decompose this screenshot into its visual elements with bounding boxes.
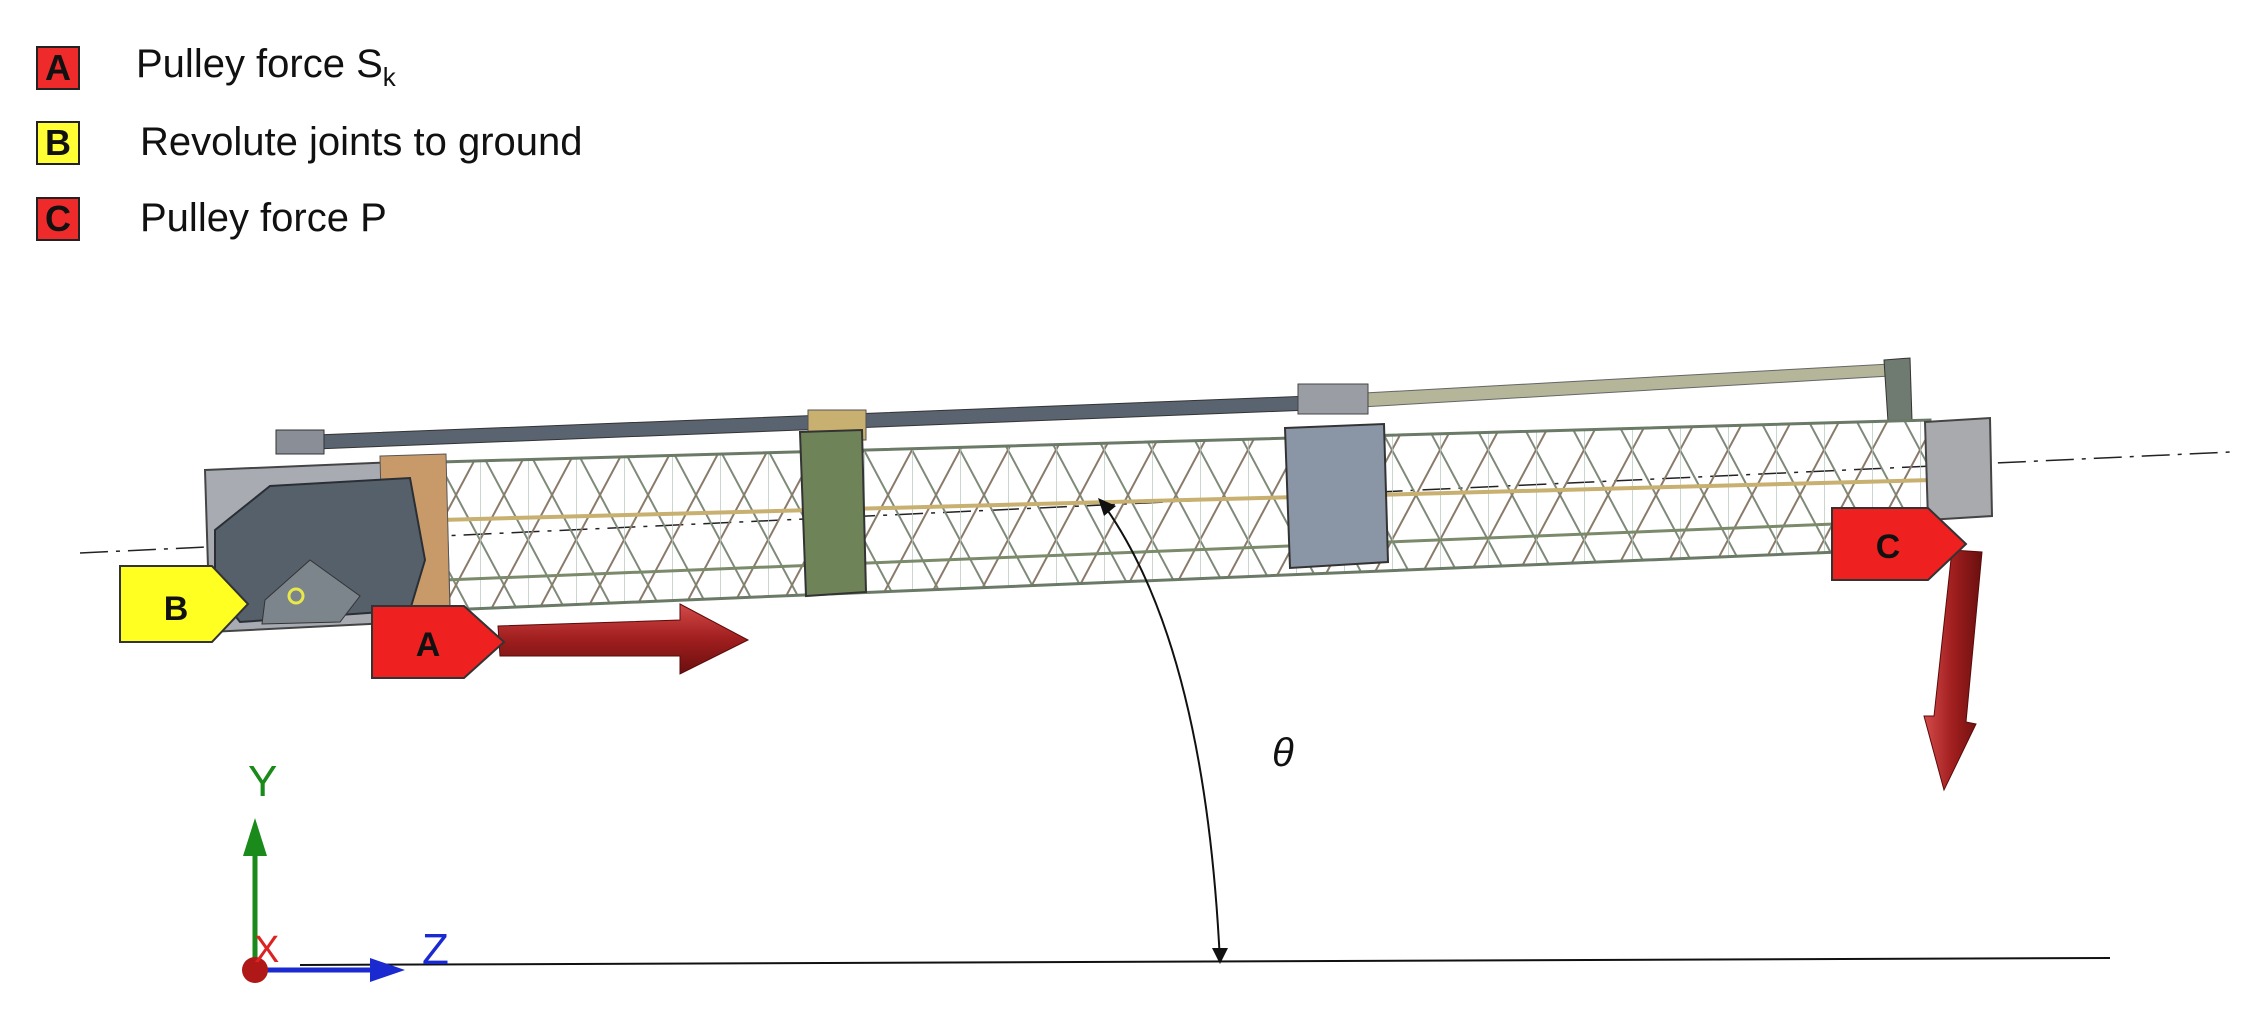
- axis-x-label: X: [254, 929, 279, 971]
- marker-b-label: B: [164, 590, 189, 628]
- collar-left: [798, 428, 868, 598]
- legend-label-c: Pulley force P: [140, 196, 387, 240]
- marker-c-label: C: [1876, 528, 1901, 566]
- force-arrow-a: [497, 603, 750, 675]
- legend-item-b: B Revolute joints to ground: [36, 120, 583, 165]
- end-block: [1923, 416, 1994, 522]
- axis-z-label: Z: [422, 925, 449, 974]
- legend-badge-c: C: [36, 196, 80, 241]
- marker-a-label: A: [416, 626, 441, 664]
- legend-badge-b: B: [36, 120, 80, 165]
- marker-a: A: [371, 605, 506, 679]
- ground-line: [299, 957, 2111, 966]
- angle-label: θ: [1272, 731, 1294, 775]
- legend-item-c: C Pulley force P: [36, 196, 387, 241]
- collar-right: [1283, 422, 1390, 570]
- truss-body: [438, 418, 1937, 612]
- legend-item-a: A Pulley force Sk: [36, 42, 396, 93]
- angle-arc: [1098, 498, 1228, 964]
- legend-label-b: Revolute joints to ground: [140, 120, 583, 164]
- coordinate-triad: Y Z X: [242, 757, 449, 983]
- top-rod: [275, 357, 1913, 455]
- force-arrow-c: [1923, 549, 1983, 792]
- axis-y-label: Y: [248, 757, 277, 806]
- marker-b: B: [119, 565, 250, 643]
- marker-c: C: [1831, 507, 1968, 581]
- legend-label-a: Pulley force Sk: [136, 42, 396, 92]
- revolute-joint: [287, 587, 305, 605]
- legend-badge-a: A: [36, 45, 80, 90]
